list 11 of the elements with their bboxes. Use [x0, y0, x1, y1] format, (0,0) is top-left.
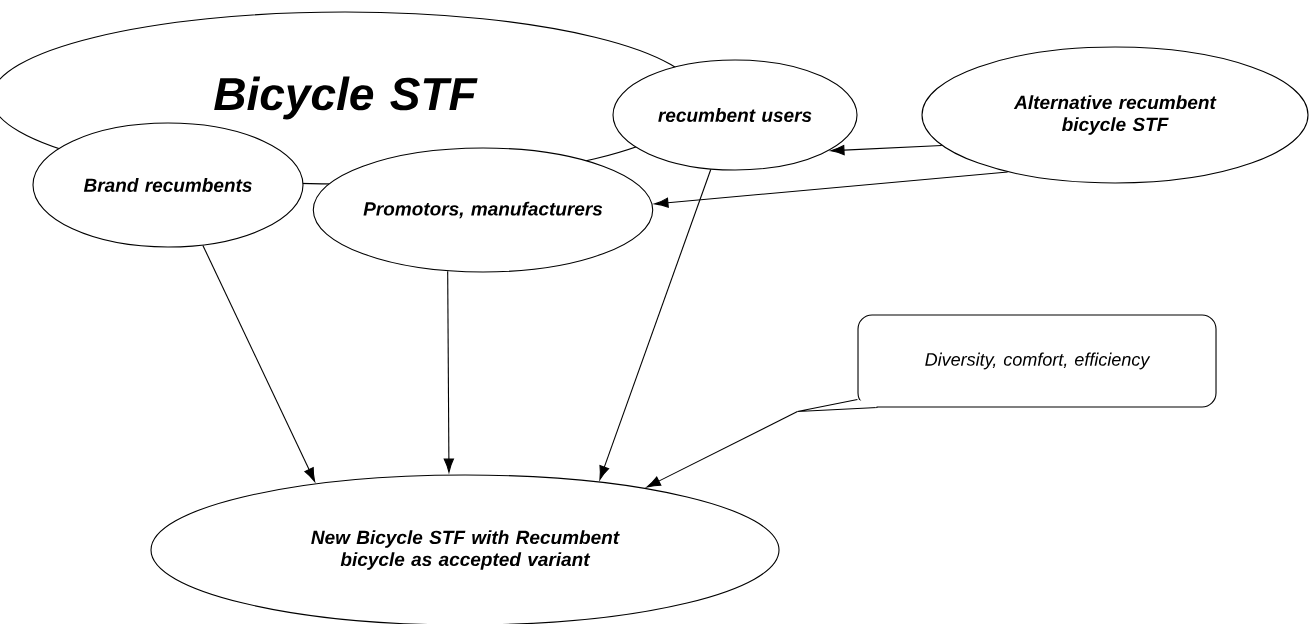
ellipse-node: Alternative recumbent bicycle STF	[921, 46, 1309, 184]
ellipse-node: recumbent users	[612, 59, 858, 171]
arrow	[202, 244, 316, 482]
arrow	[830, 145, 943, 156]
ellipse-node: Brand recumbents	[32, 122, 304, 248]
arrow	[654, 171, 1009, 208]
arrow	[443, 270, 454, 473]
arrow	[599, 168, 712, 480]
ellipse-node: Promotors, manufacturers	[312, 147, 654, 273]
arrow	[646, 411, 798, 488]
callout-box: Diversity, comfort, efficiency	[796, 314, 1217, 413]
